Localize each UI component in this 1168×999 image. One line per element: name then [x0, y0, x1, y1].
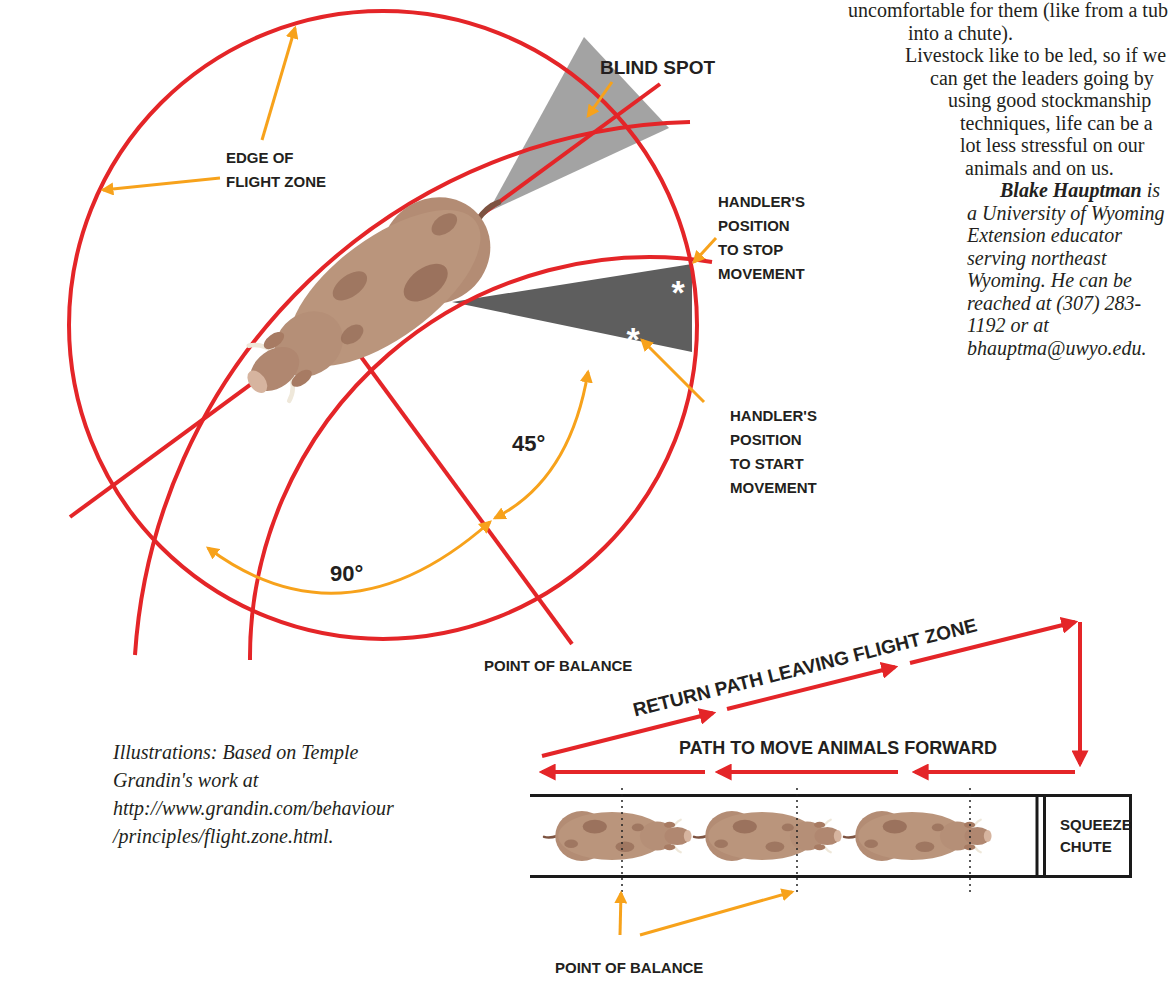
article-paragraph: uncomfortable for them (like from a tub … [845, 0, 1168, 44]
callout-label: RETURN PATH LEAVING FLIGHT ZONE [631, 614, 980, 723]
callout-label: EDGE OF FLIGHT ZONE [226, 146, 344, 194]
path-arrow [542, 770, 705, 774]
leader-arrow [103, 178, 220, 190]
leader-arrow [640, 892, 792, 935]
balance-dotted-line [621, 788, 623, 895]
callout-label: HANDLER'S POSITION TO START MOVEMENT [730, 404, 822, 500]
start-zone-wedge [452, 264, 692, 352]
article-column: uncomfortable for them (like from a tub … [845, 0, 1168, 399]
box-label: SQUEEZE CHUTE [1060, 814, 1129, 858]
alley-wall [530, 875, 1043, 878]
zone-arc [135, 122, 690, 655]
callout-label: PATH TO MOVE ANIMALS FORWARD [596, 737, 1080, 760]
chute-box: SQUEEZE CHUTE [1043, 794, 1132, 878]
leader-arrow [620, 893, 621, 935]
flight-zone-circle [69, 11, 697, 639]
leader-arrow [694, 238, 716, 262]
balance-dotted-line [969, 788, 971, 895]
position-marker: * [626, 318, 639, 361]
article-text: uncomfortable for them (like from a tub … [848, 0, 1168, 44]
article-text: Livestock like to be led, so if we can g… [905, 44, 1166, 179]
balance-dotted-line [796, 788, 798, 895]
callout-label: POINT OF BALANCE [555, 958, 755, 977]
callout-label: POINT OF BALANCE [484, 656, 684, 675]
callout-label: 45° [512, 430, 592, 458]
position-marker: * [671, 271, 684, 314]
callout-label: 90° [330, 560, 410, 588]
cow-figure [694, 811, 841, 861]
leader-arrow [262, 28, 295, 140]
body-axis-line [70, 84, 660, 517]
leader-arrow [642, 340, 704, 402]
path-arrow [718, 770, 898, 774]
cow-figure [220, 162, 531, 429]
article-paragraph: Blake Hauptmanis a University of Wyoming… [845, 179, 1168, 359]
article-text: Blake Hauptman [1000, 179, 1142, 201]
article-text: is a University of Wyoming Extension edu… [967, 179, 1165, 359]
path-arrow [915, 770, 1075, 774]
chute-gate [1036, 794, 1039, 878]
cow-figure [544, 811, 691, 861]
illustration-credit: Illustrations: Based on Temple Grandin's… [113, 738, 398, 850]
path-arrow [1078, 622, 1082, 764]
leader-arrow [588, 82, 612, 116]
angle-arc [208, 522, 490, 593]
article-paragraph: Livestock like to be led, so if we can g… [845, 44, 1168, 179]
callout-label: HANDLER'S POSITION TO STOP MOVEMENT [718, 190, 810, 286]
callout-label: BLIND SPOT [600, 56, 770, 80]
alley-wall [530, 794, 1043, 797]
